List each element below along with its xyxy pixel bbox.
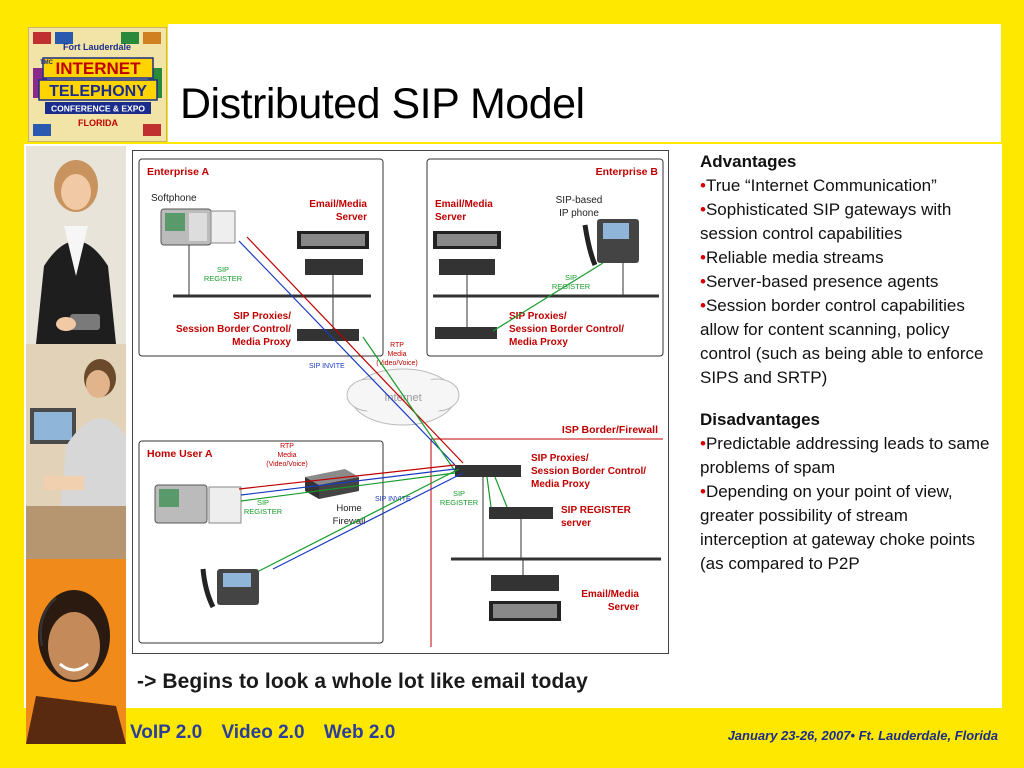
sip-proxies-b-label: SIP Proxies/Session Border Control/Media…: [509, 311, 624, 348]
logo-line4: FLORIDA: [78, 118, 118, 128]
footer-video: Video 2.0: [221, 722, 305, 743]
summary-text: -> Begins to look a whole lot like email…: [137, 670, 588, 693]
isp-sip-proxies-label: SIP Proxies/Session Border Control/Media…: [531, 453, 646, 490]
enterprise-b-label: Enterprise B: [596, 166, 659, 178]
ip-phone-b-icon: [582, 219, 639, 266]
email-server-b-icon: [433, 231, 501, 275]
footer-date: January 23-26, 2007• Ft. Lauderdale, Flo…: [727, 728, 998, 743]
bullet-icon: •: [700, 482, 706, 501]
logo-top: Fort Lauderdale: [63, 42, 131, 52]
conference-logo-graphic: Fort Lauderdale INTERNET TELEPHONY CONFE…: [29, 28, 166, 141]
disadvantage-text: Depending on your point of view, greater…: [700, 482, 976, 573]
enterprise-a-label: Enterprise A: [147, 166, 209, 178]
enterprise-b-box: [426, 158, 664, 357]
logo-tag: TMC: [40, 60, 54, 66]
internet-cloud-icon: [346, 368, 460, 426]
conference-logo: Fort Lauderdale INTERNET TELEPHONY CONFE…: [28, 27, 167, 142]
bullet-icon: •: [700, 248, 706, 267]
advantage-text: Reliable media streams: [705, 248, 884, 267]
page-title: Distributed SIP Model: [180, 80, 585, 128]
softphone-label: Softphone: [151, 193, 197, 204]
logo-line3: CONFERENCE & EXPO: [51, 104, 145, 114]
sip-proxies-a-label: SIP Proxies/Session Border Control/Media…: [176, 311, 291, 348]
connection-lines: [238, 236, 604, 572]
advantage-item: •Session border control capabilities all…: [700, 294, 990, 390]
advantage-text: Session border control capabilities allo…: [700, 296, 984, 387]
proxy-a-icon: [297, 329, 359, 341]
bullet-icon: •: [700, 296, 706, 315]
advantage-text: Server-based presence agents: [705, 272, 939, 291]
advantages-heading: Advantages: [700, 152, 797, 171]
proxy-b-icon: [435, 327, 497, 339]
bullet-icon: •: [700, 272, 706, 291]
isp-proxy-icon: [455, 465, 521, 477]
photo-woman-pda: [26, 146, 126, 344]
isp-border-label: ISP Border/Firewall: [562, 424, 658, 436]
disadvantage-item: •Predictable addressing leads to same pr…: [700, 432, 990, 480]
home-ip-phone-icon: [200, 568, 259, 609]
home-user-label: Home User A: [147, 448, 213, 460]
sip-invite-top-label: SIP INVITE: [309, 363, 345, 370]
advantage-text: True “Internet Communication”: [705, 176, 937, 195]
advantage-item: •Reliable media streams: [700, 246, 990, 270]
footer-web: Web 2.0: [323, 722, 396, 743]
photo-woman-headset: [26, 559, 126, 744]
isp-email-server-icon: [489, 575, 561, 621]
photo-man-headset: [26, 344, 126, 559]
bullet-panel: Advantages •True “Internet Communication…: [700, 150, 990, 576]
home-softphone-icon: [154, 484, 242, 524]
bullet-icon: •: [700, 434, 706, 453]
isp-sip-invite-label: SIP INVITE: [375, 496, 411, 503]
softphone-icon: [160, 208, 236, 246]
footer-voip: VoIP 2.0: [130, 722, 203, 743]
logo-line2: TELEPHONY: [49, 83, 147, 100]
photo-strip-graphic: [26, 146, 126, 744]
advantage-item: •Sophisticated SIP gateways with session…: [700, 198, 990, 246]
disadvantage-item: •Depending on your point of view, greate…: [700, 480, 990, 576]
advantage-text: Sophisticated SIP gateways with session …: [700, 200, 952, 243]
disadvantage-text: Predictable addressing leads to same pro…: [700, 434, 990, 477]
footer-nav: VoIP 2.0 Video 2.0 Web 2.0: [130, 722, 409, 744]
title-area: Distributed SIP Model: [168, 24, 1001, 142]
logo-line1: INTERNET: [56, 59, 142, 78]
disadvantages-heading: Disadvantages: [700, 410, 820, 429]
sip-register-server-icon: [489, 507, 553, 519]
photo-strip: [26, 146, 126, 744]
bullet-icon: •: [700, 176, 706, 195]
email-server-a-icon: [297, 231, 369, 275]
advantage-item: •True “Internet Communication”: [700, 174, 990, 198]
advantage-item: •Server-based presence agents: [700, 270, 990, 294]
spacer: [700, 390, 990, 408]
enterprise-a-box: [138, 158, 384, 357]
bullet-icon: •: [700, 200, 706, 219]
